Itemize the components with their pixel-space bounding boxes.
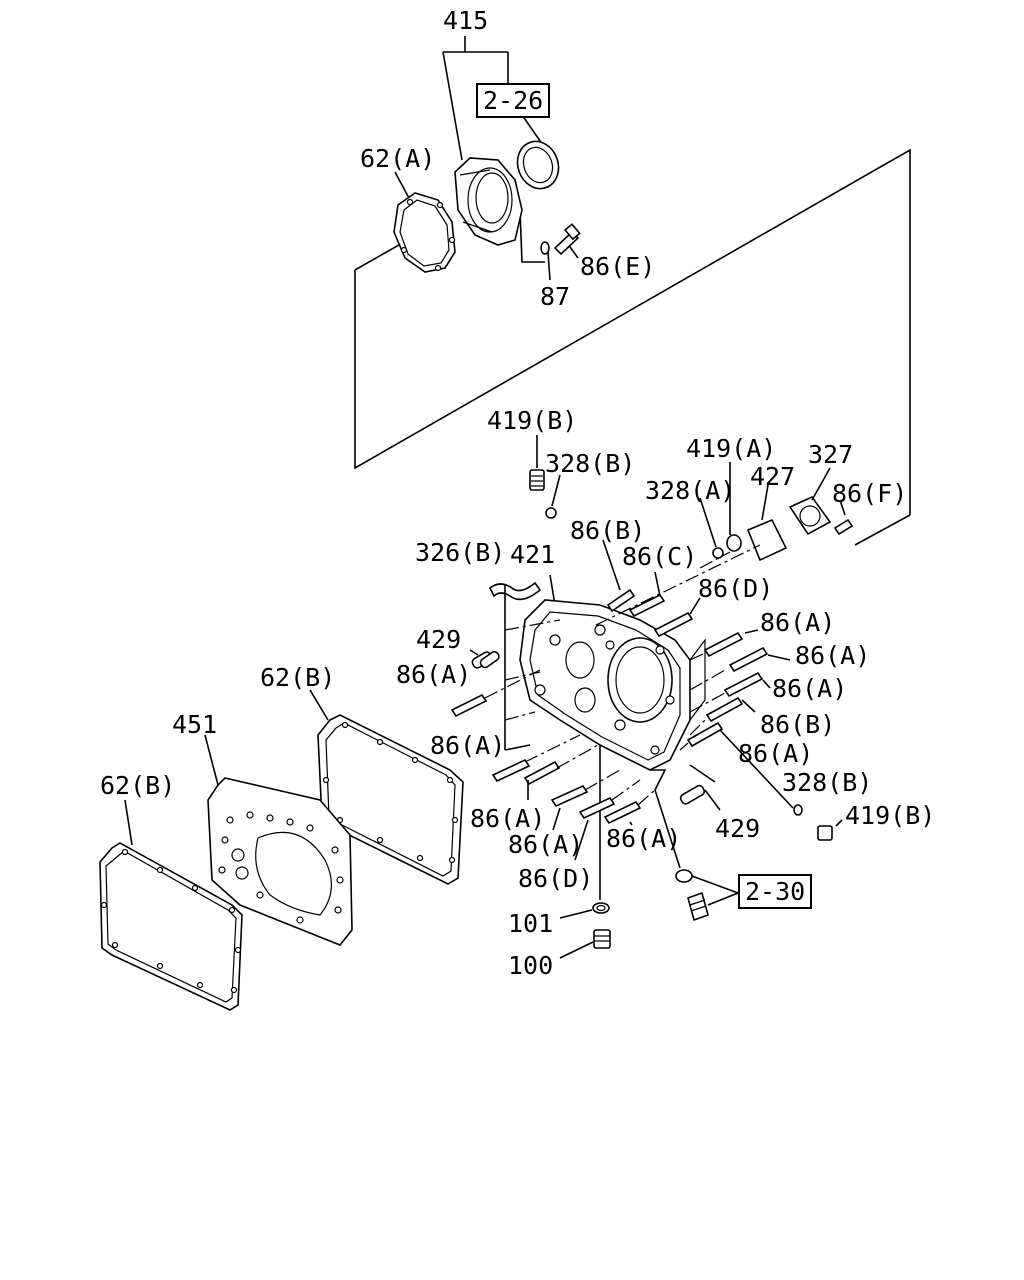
pipe-326b	[488, 581, 542, 601]
label-328b-right: 328(B)	[782, 768, 873, 797]
ref-box-2-26[interactable]: 2-26	[476, 83, 551, 118]
ref-box-2-30[interactable]: 2-30	[738, 874, 813, 909]
plug-419b-top	[529, 469, 545, 491]
label-62b-left: 62(B)	[100, 771, 176, 800]
label-86b-top: 86(B)	[570, 516, 646, 545]
label-86d-top: 86(D)	[698, 574, 774, 603]
label-86a-r1: 86(A)	[760, 608, 836, 637]
drain-plug-100-101	[559, 902, 611, 959]
label-62b-mid: 62(B)	[260, 663, 336, 692]
label-86a-b1: 86(A)	[470, 804, 546, 833]
label-429-right: 429	[715, 814, 761, 843]
label-86f: 86(F)	[832, 479, 908, 508]
label-419b-top: 419(B)	[487, 406, 578, 435]
bolts-top-cluster	[595, 539, 761, 638]
label-419b-right: 419(B)	[845, 801, 936, 830]
label-421: 421	[510, 540, 556, 569]
label-427: 427	[750, 462, 796, 491]
oil-seal-ring	[516, 140, 560, 190]
label-419a: 419(A)	[686, 434, 777, 463]
housing-415	[454, 157, 523, 246]
gasket-62b-mid	[309, 689, 464, 885]
label-86e: 86(E)	[580, 252, 656, 281]
bolts-right	[679, 629, 843, 841]
label-327: 327	[808, 440, 854, 469]
label-86b-right: 86(B)	[760, 710, 836, 739]
label-86d-bottom: 86(D)	[518, 864, 594, 893]
label-326b: 326(B)	[415, 538, 506, 567]
label-101: 101	[508, 909, 554, 938]
transmission-case-421	[504, 574, 706, 900]
fitting-2-30	[654, 789, 739, 922]
label-86a-r2: 86(A)	[795, 641, 871, 670]
bolts-left-bottom	[450, 649, 656, 861]
label-328b-top: 328(B)	[545, 449, 636, 478]
label-62a: 62(A)	[360, 144, 436, 173]
label-86a-l1: 86(A)	[396, 660, 472, 689]
label-86c: 86(C)	[622, 542, 698, 571]
gasket-62b-left	[99, 799, 243, 1011]
label-86a-b3: 86(A)	[606, 824, 682, 853]
plate-451	[204, 734, 353, 946]
label-86a-r3: 86(A)	[772, 674, 848, 703]
label-86a-b2: 86(A)	[508, 830, 584, 859]
pin-429-right	[679, 784, 721, 811]
washer-87-bolt-86e	[540, 223, 581, 256]
cover-gasket-62a	[393, 192, 456, 273]
label-100: 100	[508, 951, 554, 980]
label-429-left: 429	[416, 625, 462, 654]
label-86a-r4: 86(A)	[738, 739, 814, 768]
label-86a-l2: 86(A)	[430, 731, 506, 760]
label-451: 451	[172, 710, 218, 739]
label-328a: 328(A)	[645, 476, 736, 505]
oring-328b-top	[545, 507, 557, 519]
label-87: 87	[540, 282, 571, 311]
cover-427-327	[699, 462, 854, 569]
label-415: 415	[443, 6, 489, 35]
